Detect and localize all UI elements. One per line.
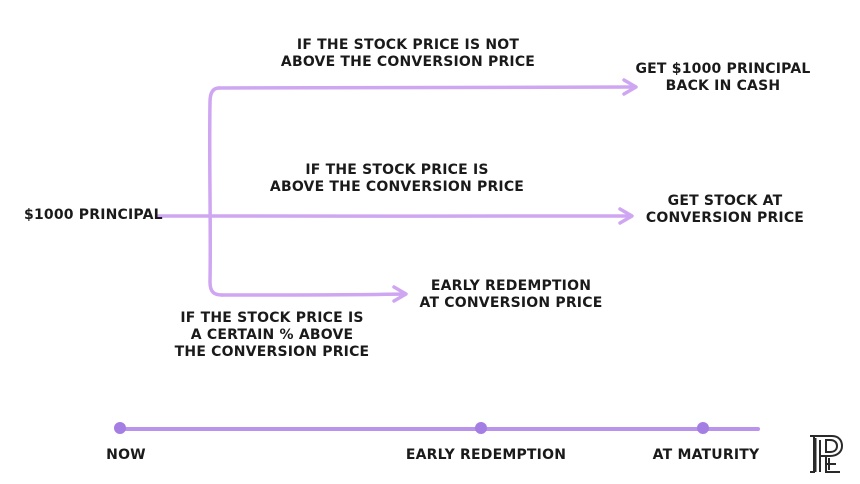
- timeline-dot-early-redemption: [475, 422, 487, 434]
- timeline-dot-at-maturity: [697, 422, 709, 434]
- bottom-arrow-head: [392, 285, 408, 303]
- outcome-cash-label: GET $1000 PRINCIPAL BACK IN CASH: [635, 61, 811, 94]
- main-arrow-head: [618, 207, 634, 225]
- principal-label: $1000 PRINCIPAL: [24, 207, 163, 223]
- condition-above-label: IF THE STOCK PRICE IS ABOVE THE CONVERSI…: [269, 162, 525, 195]
- main-arrow-line: [156, 213, 632, 219]
- outcome-stock-label: GET STOCK AT CONVERSION PRICE: [645, 193, 805, 226]
- condition-certain-above-label: IF THE STOCK PRICE IS A CERTAIN % ABOVE …: [174, 310, 370, 360]
- publisher-monogram-logo-icon: [810, 435, 844, 473]
- bottom-arrow-line: [220, 292, 406, 297]
- timeline-dot-now: [114, 422, 126, 434]
- timeline-label-now: NOW: [106, 447, 146, 463]
- outcome-early-redemption-label: EARLY REDEMPTION AT CONVERSION PRICE: [419, 278, 603, 311]
- branch-trunk: [207, 86, 224, 297]
- condition-not-above-label: IF THE STOCK PRICE IS NOT ABOVE THE CONV…: [280, 37, 536, 70]
- top-arrow-head: [622, 78, 638, 96]
- timeline-label-at-maturity: AT MATURITY: [652, 447, 760, 463]
- timeline-label-early-redemption: EARLY REDEMPTION: [405, 447, 567, 463]
- top-arrow-line: [217, 85, 636, 90]
